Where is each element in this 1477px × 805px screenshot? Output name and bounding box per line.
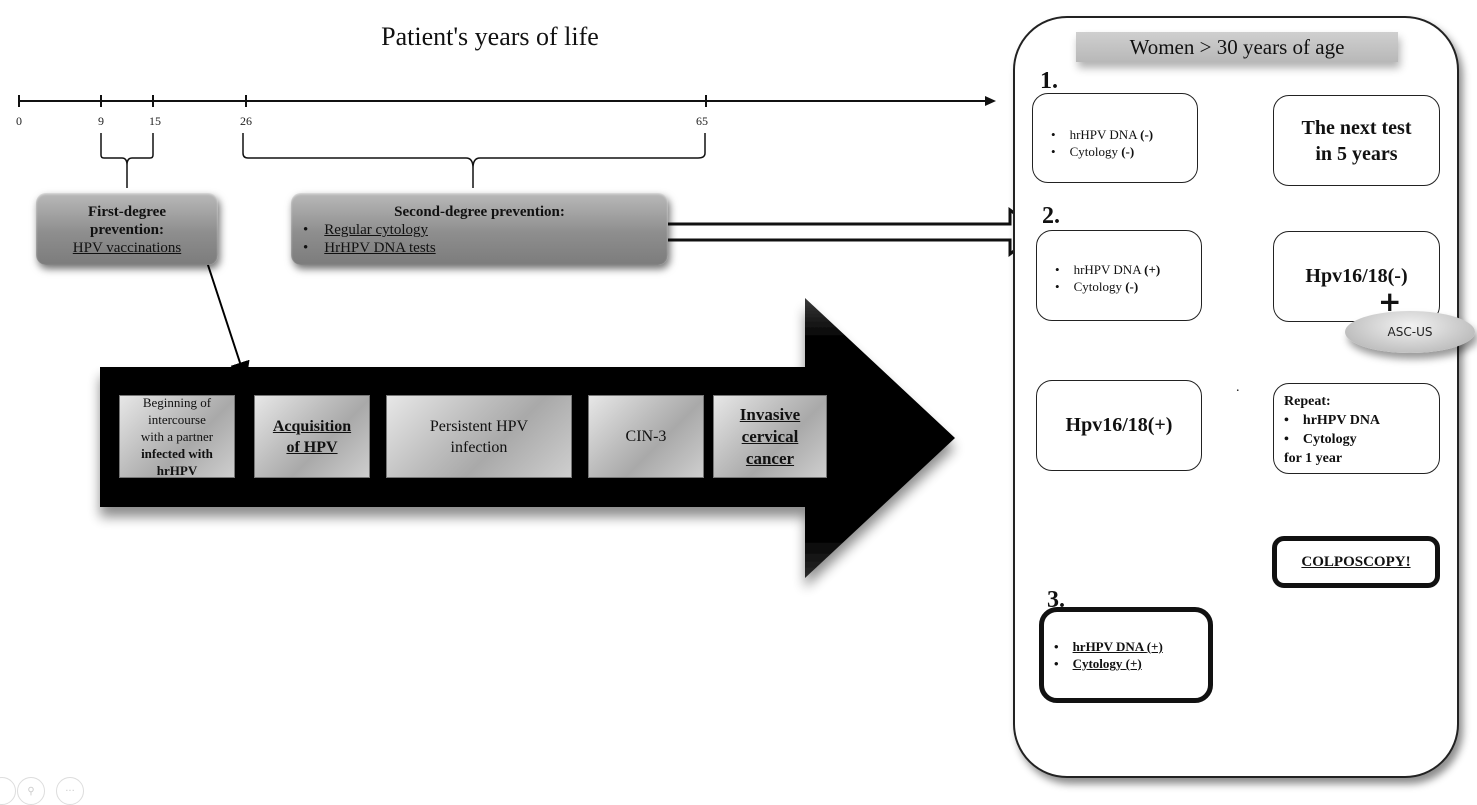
stage-text: of HPV [286,438,338,456]
stage-invasive-cancer: Invasive cervical cancer [713,395,827,478]
bracket-first-prevention [100,133,154,188]
stage-text: with a partner [140,429,214,444]
colposcopy-box: COLPOSCOPY! [1272,536,1440,588]
second-prevention-item: • HrHPV DNA tests [303,239,656,257]
bullet: • [1051,127,1056,142]
plus-icon: + [1378,285,1402,318]
stage-text: hrHPV [156,463,198,478]
regular-cytology-link[interactable]: Regular cytology [324,222,428,238]
repeat-item-label: Cytology [1302,432,1357,447]
test-result: (-) [1125,279,1139,294]
stage-text: Invasive [739,404,801,424]
more-icon[interactable]: ··· [56,777,84,805]
test-name: Cytology [1072,656,1123,671]
next-test-outcome-box: The next test in 5 years [1273,95,1440,186]
test-item: • Cytology (-) [1051,143,1197,160]
repeat-footer: for 1 year [1284,451,1343,466]
bullet: • [1055,262,1060,277]
section-3-number: 3. [1047,587,1065,613]
first-prevention-heading-1: First-degree [87,204,167,220]
stage-text: Beginning of [142,395,212,410]
bullet: • [1284,413,1289,428]
stray-dot: . [1236,380,1240,395]
stage-text: CIN-3 [625,427,667,445]
stage-text: infected with [141,446,213,461]
second-degree-prevention-box: Second-degree prevention: • Regular cyto… [291,193,668,265]
bullet: • [303,240,309,256]
stage-text: infection [450,438,508,456]
section-2-number: 2. [1042,203,1060,229]
test-result: (+) [1146,639,1163,654]
test-result: (-) [1121,144,1135,159]
tick-label-0: 0 [16,114,22,128]
test-item: • hrHPV DNA (-) [1051,126,1197,143]
bullet: • [1051,144,1056,159]
timeline-arrowhead-icon [985,96,996,106]
bullet: • [303,222,309,238]
test-name: Cytology [1073,279,1122,294]
search-icon[interactable]: ⚲ [17,777,45,805]
bullet: • [1054,656,1059,671]
tick-label-26: 26 [240,114,252,128]
second-prevention-connector [630,207,1043,257]
tick-label-65: 65 [696,114,708,128]
section-2-tests-box: • hrHPV DNA (+) • Cytology (-) [1036,230,1202,321]
test-name: Cytology [1069,144,1118,159]
outcome-text: in 5 years [1315,142,1398,165]
first-prevention-heading-2: prevention: [90,222,164,238]
outcome-text: The next test [1301,116,1412,139]
stage-text: cancer [745,448,795,468]
section-1-number: 1. [1040,68,1058,94]
hpv-vaccinations-link[interactable]: HPV vaccinations [72,240,182,256]
stage-text: Persistent HPV [429,417,529,435]
test-item: • hrHPV DNA (+) [1055,261,1201,278]
bullet: • [1054,639,1059,654]
panel-header: Women > 30 years of age [1076,32,1398,62]
stage-text: Acquisition [272,417,352,435]
bullet: • [1055,279,1060,294]
hpv1618-positive-box: Hpv16/18(+) [1036,380,1202,471]
section-1-tests-box: • hrHPV DNA (-) • Cytology (-) [1032,93,1198,183]
bullet: • [1284,432,1289,447]
test-result: (-) [1140,127,1154,142]
colposcopy-label: COLPOSCOPY! [1301,553,1411,570]
repeat-heading: Repeat: [1284,394,1331,409]
stage-persistent-infection: Persistent HPV infection [386,395,572,478]
stage-cin3: CIN-3 [588,395,704,478]
second-prevention-heading: Second-degree prevention: [394,204,565,220]
repeat-item: • hrHPV DNA [1284,411,1439,430]
second-prevention-item: • Regular cytology [303,221,656,239]
test-item: • Cytology (+) [1054,655,1208,672]
tick-label-15: 15 [149,114,161,128]
stage-text: intercourse [148,412,206,427]
stage-text: cervical [741,426,799,446]
test-name: hrHPV DNA [1069,127,1137,142]
ascus-badge: ASC-US [1345,311,1475,353]
test-result: (+) [1144,262,1161,277]
test-result: (+) [1125,656,1142,671]
stage-beginning-intercourse: Beginning of intercourse with a partner … [119,395,235,478]
test-item: • Cytology (-) [1055,278,1201,295]
hrhpv-dna-tests-link[interactable]: HrHPV DNA tests [324,240,436,256]
first-degree-prevention-box: First-degree prevention: HPV vaccination… [36,193,218,265]
tick-label-9: 9 [98,114,104,128]
section-3-tests-box: • hrHPV DNA (+) • Cytology (+) [1039,607,1213,703]
bracket-second-prevention [242,133,706,188]
vaccination-connector [206,261,250,382]
test-item: • hrHPV DNA (+) [1054,638,1208,655]
repeat-tests-box: Repeat: • hrHPV DNA • Cytology for 1 yea… [1273,383,1440,474]
timeline-axis [18,95,996,107]
test-name: hrHPV DNA [1073,262,1141,277]
stage-acquisition-hpv: Acquisition of HPV [254,395,370,478]
repeat-item: • Cytology [1284,430,1439,449]
test-name: hrHPV DNA [1072,639,1144,654]
timeline-title: Patient's years of life [381,22,599,51]
hpv1618-negative-box: Hpv16/18(-) [1273,231,1440,322]
repeat-item-label: hrHPV DNA [1302,413,1381,428]
